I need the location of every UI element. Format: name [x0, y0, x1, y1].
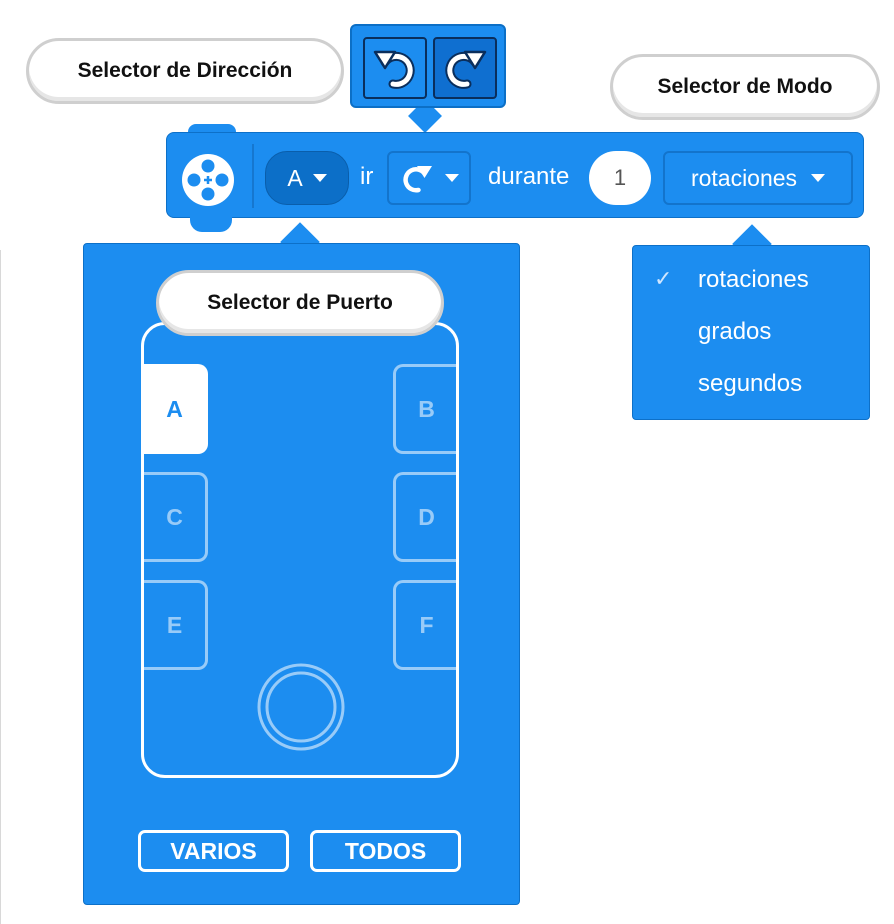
multiple-ports-button[interactable]: VARIOS — [138, 830, 289, 872]
go-label: ir — [360, 163, 374, 190]
motor-icon — [182, 154, 234, 206]
hub-center-button-icon — [257, 663, 345, 751]
clockwise-button[interactable] — [433, 37, 497, 99]
direction-dropdown[interactable] — [387, 151, 471, 205]
left-edge-line — [0, 250, 1, 924]
mode-dropdown-menu — [632, 245, 870, 420]
chevron-down-icon — [811, 174, 826, 182]
amount-input[interactable]: 1 — [589, 151, 651, 205]
port-b-button[interactable]: B — [393, 364, 457, 454]
mode-option-seconds[interactable]: segundos — [698, 370, 803, 397]
chevron-down-icon — [445, 174, 459, 182]
port-e-button[interactable]: E — [144, 580, 208, 670]
port-a-button[interactable]: A — [144, 364, 208, 454]
block-bottom-notch — [190, 210, 232, 232]
counterclockwise-button[interactable] — [363, 37, 427, 99]
during-label: durante — [488, 163, 570, 190]
port-d-button[interactable]: D — [393, 472, 457, 562]
direction-selector-callout: Selector de Dirección — [26, 38, 344, 104]
mode-dropdown-value: rotaciones — [690, 164, 798, 191]
counterclockwise-icon — [373, 50, 415, 89]
direction-picker-popup — [350, 24, 506, 108]
all-ports-button[interactable]: TODOS — [310, 830, 461, 872]
port-f-button[interactable]: F — [393, 580, 457, 670]
mode-option-rotations[interactable]: rotaciones — [698, 266, 809, 293]
block-separator — [252, 144, 254, 208]
port-picker-popup — [83, 243, 520, 905]
clockwise-icon — [445, 50, 487, 89]
port-selector-callout: Selector de Puerto — [156, 270, 444, 336]
port-dropdown[interactable]: A — [265, 151, 349, 205]
mode-option-degrees[interactable]: grados — [698, 318, 772, 345]
checkmark-icon: ✓ — [654, 266, 673, 291]
port-c-button[interactable]: C — [144, 472, 208, 562]
clockwise-icon — [403, 166, 432, 193]
mode-selector-callout: Selector de Modo — [610, 54, 880, 120]
chevron-down-icon — [312, 174, 327, 182]
mode-dropdown[interactable]: rotaciones — [663, 151, 853, 205]
port-dropdown-value: A — [287, 164, 303, 191]
